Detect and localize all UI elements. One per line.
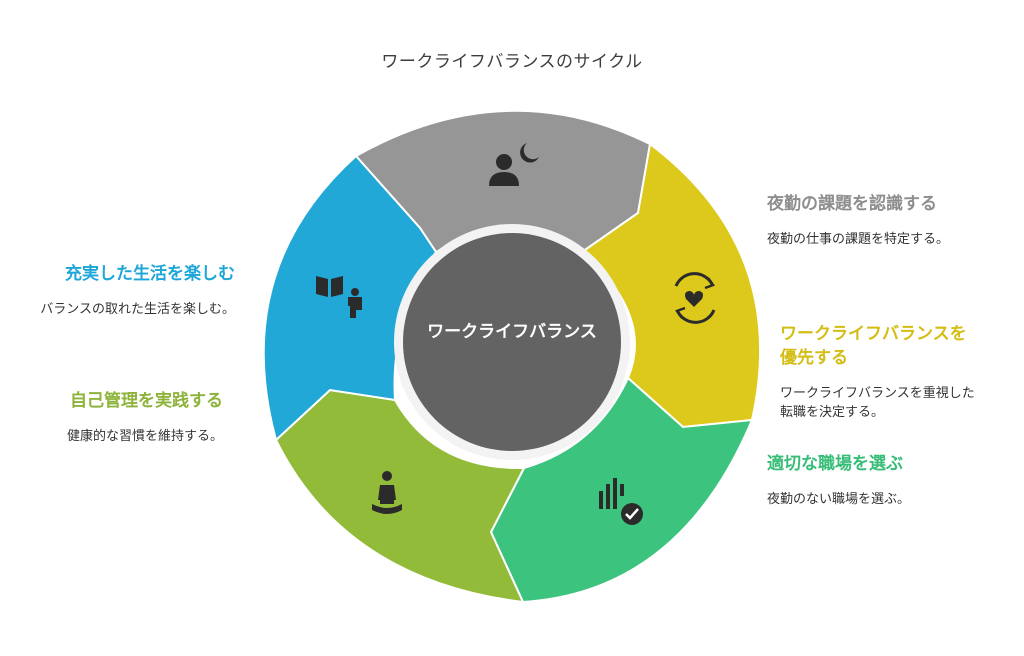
label-self-management-description: 健康的な習慣を維持する。	[66, 429, 223, 444]
label-prioritize-balance-description: ワークライフバランスを重視した転職を決定する。	[780, 386, 975, 420]
label-enjoy-life: 充実した生活を楽しむ バランスの取れた生活を楽しむ。	[20, 262, 235, 319]
heart-cycle-icon	[674, 272, 716, 324]
label-prioritize-balance-heading: ワークライフバランスを優先する	[780, 324, 967, 368]
building-check-icon	[599, 478, 643, 525]
center-label: ワークライフバランス	[427, 322, 597, 342]
label-prioritize-balance: ワークライフバランスを優先する ワークライフバランスを重視した転職を決定する。	[780, 322, 990, 422]
person-moon-icon	[489, 143, 539, 186]
label-night-shift-heading: 夜勤の課題を認識する	[767, 194, 937, 214]
diagram-title: ワークライフバランスのサイクル	[381, 52, 643, 72]
book-person-icon	[316, 276, 362, 318]
center-circle[interactable]	[403, 233, 621, 451]
label-self-management-heading: 自己管理を実践する	[70, 391, 223, 411]
label-night-shift-description: 夜勤の仕事の課題を特定する。	[767, 232, 950, 247]
label-choose-workplace-heading: 適切な職場を選ぶ	[767, 454, 903, 474]
label-choose-workplace: 適切な職場を選ぶ 夜勤のない職場を選ぶ。	[767, 452, 1007, 509]
label-enjoy-life-heading: 充実した生活を楽しむ	[65, 264, 235, 284]
label-night-shift: 夜勤の課題を認識する 夜勤の仕事の課題を特定する。	[767, 192, 1007, 249]
label-self-management: 自己管理を実践する 健康的な習慣を維持する。	[18, 389, 223, 446]
label-enjoy-life-description: バランスの取れた生活を楽しむ。	[40, 302, 235, 317]
meditation-icon	[372, 471, 402, 514]
label-choose-workplace-description: 夜勤のない職場を選ぶ。	[767, 492, 911, 507]
